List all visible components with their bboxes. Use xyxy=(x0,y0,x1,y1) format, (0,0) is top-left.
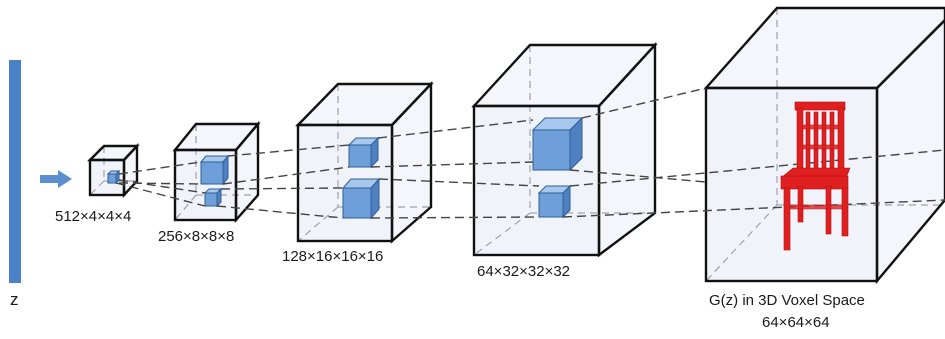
kernel-block xyxy=(199,154,230,186)
kernel-block xyxy=(531,116,584,172)
cube-64x32x32x32 xyxy=(471,41,658,258)
kernel-block xyxy=(537,184,572,219)
latent-vector-label: z xyxy=(10,290,19,309)
kernel-block xyxy=(203,187,223,208)
stage-1-label: 512×4×4×4 xyxy=(55,208,132,225)
output-size-label: 64×64×64 xyxy=(762,314,830,331)
input-arrow-icon xyxy=(40,170,72,188)
kernel-block xyxy=(341,177,381,220)
latent-vector-bar xyxy=(9,60,21,283)
stage-4-label: 64×32×32×32 xyxy=(477,263,571,280)
cube-512x4x4x4 xyxy=(87,142,140,199)
cube-256x8x8x8 xyxy=(172,120,261,224)
stage-2-label: 256×8×8×8 xyxy=(158,228,235,245)
cube-128x16x16x16 xyxy=(295,80,434,244)
voxel-chair xyxy=(780,101,851,251)
output-title: G(z) in 3D Voxel Space xyxy=(709,292,865,309)
kernel-block xyxy=(347,136,380,169)
connection-lines xyxy=(115,87,945,219)
stage-3-label: 128×16×16×16 xyxy=(282,248,384,265)
kernel-block xyxy=(106,169,121,185)
